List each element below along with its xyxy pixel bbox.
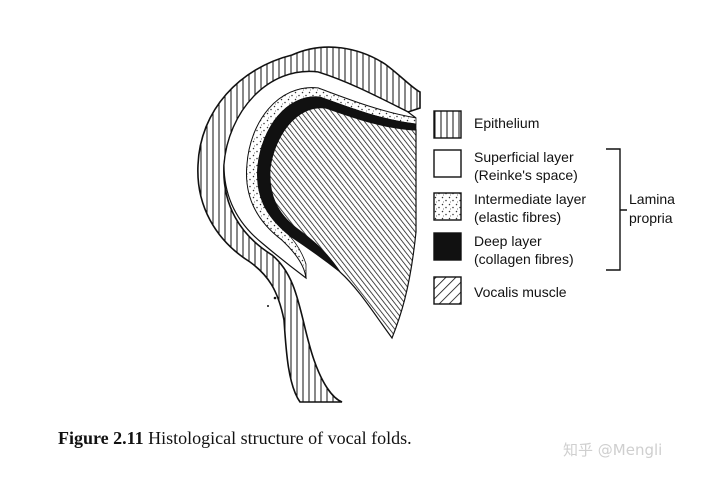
legend-label-epithelium: Epithelium: [474, 114, 539, 132]
legend-line: Intermediate layer: [474, 191, 587, 207]
legend-swatch-deep: [433, 232, 462, 261]
figure-caption-text: Histological structure of vocal folds.: [148, 428, 412, 448]
legend-label-muscle: Vocalis muscle: [474, 283, 567, 301]
legend-line: Epithelium: [474, 115, 540, 131]
legend-line: (collagen fibres): [474, 251, 574, 267]
legend-swatch-muscle: [433, 276, 462, 305]
legend-label-intermediate: Intermediate layer (elastic fibres): [474, 190, 586, 226]
watermark: 知乎 @Mengli: [563, 441, 663, 459]
legend-swatch-epithelium: [433, 110, 462, 139]
legend-label-deep: Deep layer (collagen fibres): [474, 232, 574, 268]
legend-line: Deep layer: [474, 233, 542, 249]
figure-number: Figure 2.11: [58, 428, 144, 448]
legend-line: (Reinke's space): [474, 167, 578, 183]
speck-mark: [267, 305, 269, 307]
lamina-propria-label: Lamina propria: [629, 190, 699, 228]
lamina-propria-line: Lamina: [629, 191, 675, 207]
lamina-propria-line: propria: [629, 210, 673, 226]
legend-swatch-superficial: [433, 149, 462, 178]
epithelium-layer: [197, 46, 421, 403]
lamina-propria-bracket: [606, 148, 627, 271]
legend-swatch-intermediate: [433, 192, 462, 221]
legend-line: (elastic fibres): [474, 209, 562, 225]
figure-caption: Figure 2.11 Histological structure of vo…: [58, 428, 412, 449]
legend-line: Vocalis muscle: [474, 284, 567, 300]
legend-line: Superficial layer: [474, 149, 574, 165]
vocalis-muscle: [269, 107, 417, 340]
speck-mark: [273, 296, 277, 300]
legend-label-superficial: Superficial layer (Reinke's space): [474, 148, 578, 184]
